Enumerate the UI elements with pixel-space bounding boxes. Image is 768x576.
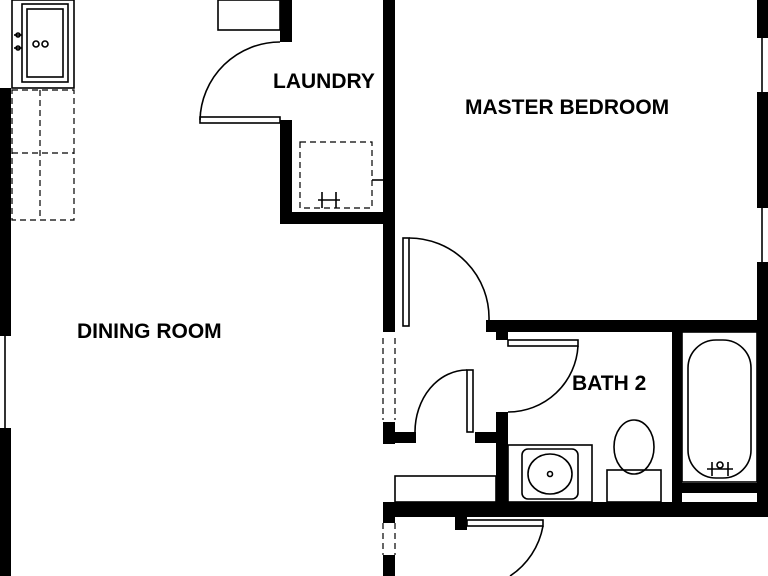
left-exterior-wall (0, 218, 11, 336)
master-bedroom-label: MASTER BEDROOM (465, 96, 669, 119)
hall (394, 369, 544, 576)
bath-bottom-wall (383, 502, 768, 517)
tub-faucet-icon (716, 461, 724, 469)
bathtub-outer (681, 331, 758, 483)
kitchen-cabinet (11, 89, 75, 221)
laundry-left-wall (280, 120, 292, 224)
hall-wall-stub (475, 432, 508, 443)
bathroom-sink-icon (521, 448, 579, 500)
laundry-label: LAUNDRY (273, 70, 375, 93)
master-bedroom: MASTER BEDROOM (402, 38, 763, 327)
bath-divider-wall (672, 332, 682, 510)
bathtub-icon (687, 339, 752, 479)
bath-door-swing (507, 345, 579, 413)
kitchen-fixtures (11, 0, 75, 221)
left-exterior-wall (0, 428, 11, 576)
bath-left-wall (496, 320, 508, 340)
dining-room-label: DINING ROOM (77, 320, 222, 343)
laundry-left-wall (280, 0, 292, 42)
bath-left-wall (496, 412, 508, 512)
bath-2: BATH 2 (507, 331, 758, 503)
closet-door-swing (414, 369, 468, 433)
laundry-fixtures: LAUNDRY (199, 0, 383, 209)
kitchen-sink-icon (21, 3, 69, 83)
laundry-door (199, 116, 281, 124)
right-exterior-wall (757, 0, 768, 38)
laundry-bottom-wall (280, 212, 395, 224)
vanity (507, 444, 593, 503)
lower-door (466, 519, 544, 527)
bedroom-door-swing (408, 237, 490, 321)
hall-wall-stub (383, 432, 416, 443)
closet-door (466, 369, 474, 433)
bath-door (507, 339, 579, 347)
closet-wall-stub (455, 512, 467, 530)
tub-ledge-wall (672, 483, 768, 493)
bath-right-wall (757, 320, 768, 510)
kitchen-counter (11, 0, 75, 89)
right-exterior-wall (757, 262, 768, 332)
bedroom-door (402, 237, 410, 327)
lower-door-swing (509, 525, 544, 576)
laundry-cabinet (217, 0, 281, 31)
bedroom-bath-wall (486, 320, 768, 332)
faucet-icon (32, 40, 40, 48)
linen-shelf (394, 475, 497, 503)
dining-room: DINING ROOM (4, 320, 396, 555)
main-interior-wall (383, 555, 395, 576)
main-interior-wall (383, 0, 395, 332)
toilet-icon (613, 419, 655, 475)
toilet-tank (606, 469, 662, 503)
left-exterior-wall (0, 88, 11, 218)
bath-2-label: BATH 2 (572, 372, 646, 395)
laundry-door-swing (199, 41, 281, 121)
right-exterior-wall (757, 92, 768, 208)
